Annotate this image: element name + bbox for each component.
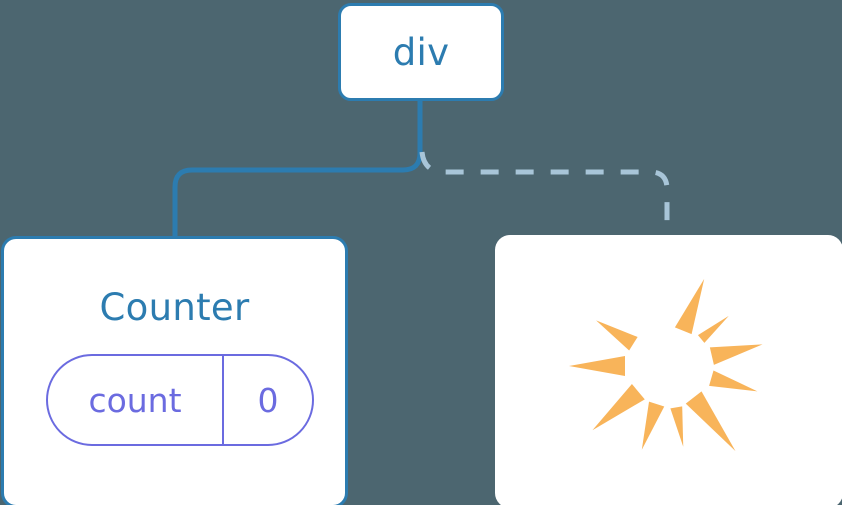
node-counter-label: Counter [99, 286, 250, 329]
edge-div-to-counter [172, 100, 423, 240]
sparkle-ray-4 [709, 370, 758, 392]
node-div-label: div [392, 30, 450, 74]
node-sparkle[interactable] [495, 235, 842, 505]
node-div[interactable]: div [338, 3, 504, 101]
sparkle-burst-icon [569, 278, 763, 452]
sparkle-ray-2 [697, 315, 729, 343]
sparkle-ray-9 [569, 356, 625, 376]
sparkle-ray-1 [674, 278, 705, 335]
sparkle-ray-3 [709, 344, 763, 365]
state-value-label: 0 [257, 380, 279, 420]
sparkle-ray-10 [596, 320, 638, 351]
sparkle-ray-8 [592, 384, 645, 431]
node-counter[interactable]: Counter count 0 [1, 236, 348, 505]
state-pill-key-cell: count [48, 356, 224, 444]
state-pill-value-cell: 0 [224, 356, 312, 444]
sparkle-ray-5 [685, 391, 736, 452]
sparkle-ray-6 [670, 406, 684, 447]
sparkle-ray-7 [641, 401, 665, 450]
edge-div-to-sparkle [419, 151, 670, 240]
counter-title-wrap: Counter [4, 289, 345, 326]
state-key-label: count [88, 380, 182, 420]
state-pill[interactable]: count 0 [46, 354, 314, 446]
